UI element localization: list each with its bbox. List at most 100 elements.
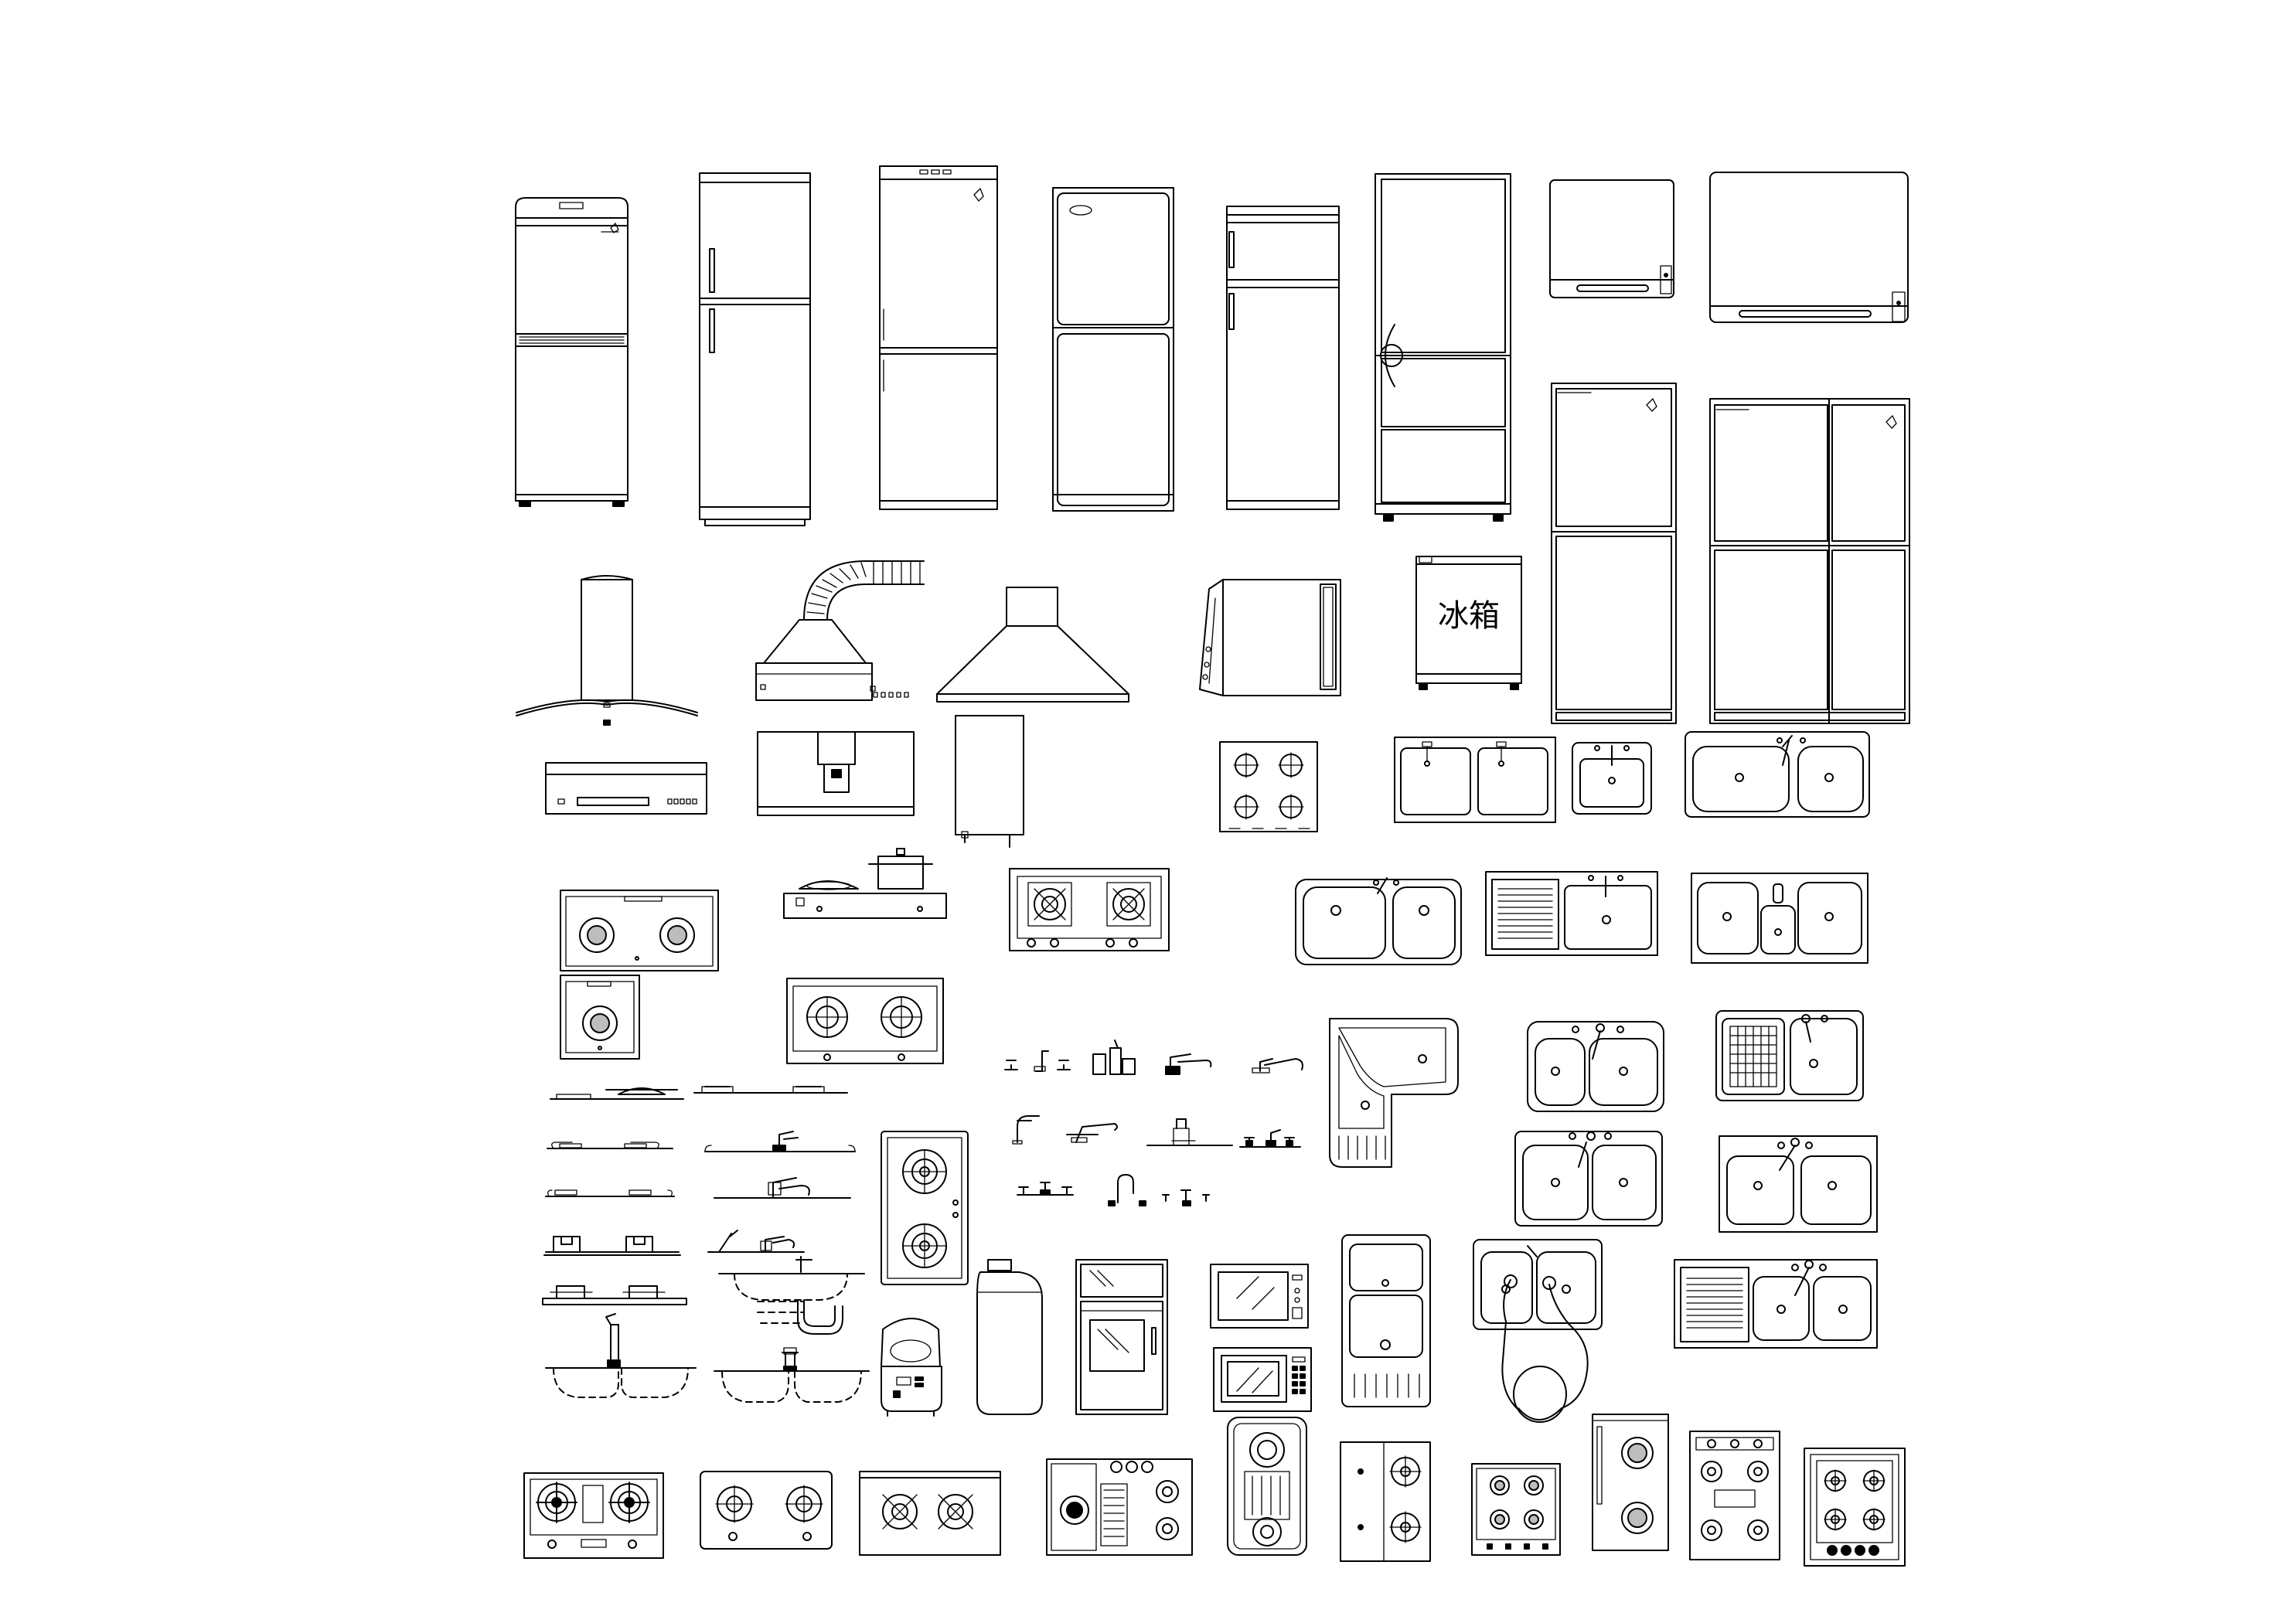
burner-icon: [902, 1149, 947, 1194]
cooktop-elevation-icon: [547, 1142, 673, 1149]
dish-rack-grid: [1729, 1026, 1777, 1087]
fridge-icon: [1549, 179, 1674, 298]
range-hood-icon: [545, 762, 707, 815]
microwave-icon: [1210, 1264, 1309, 1329]
fridge-icon: [699, 172, 811, 526]
fridge-icon: [1052, 187, 1174, 512]
sink-group: [1295, 731, 1878, 1407]
faucet-icon: [1239, 1129, 1301, 1148]
burner-icon: [1701, 1519, 1722, 1541]
burner-icon: [1701, 1461, 1722, 1482]
cooktop-icon: [1804, 1448, 1906, 1567]
burner-icon: [608, 1482, 650, 1523]
burner-icon: [882, 1494, 918, 1529]
sink-icon: [1685, 731, 1870, 818]
burner-icon: [881, 996, 922, 1038]
cooktop-icon: [1689, 1431, 1780, 1560]
burner-icon: [902, 1223, 947, 1268]
burner-icon: [1862, 1469, 1886, 1492]
burner-icon: [1106, 882, 1151, 927]
burner-icon: [1249, 1432, 1285, 1468]
rice-cooker-icon: [881, 1318, 942, 1417]
burner-icon: [1389, 1511, 1422, 1543]
cooktop-icon: [1009, 868, 1170, 951]
fridge-icon: [1709, 398, 1910, 724]
faucet-elevation-icon: [714, 1177, 851, 1199]
sink-icon: [1329, 1018, 1459, 1168]
cooktop-icon: [786, 978, 944, 1064]
burner-icon: [806, 996, 848, 1038]
burner-icon: [1524, 1475, 1544, 1495]
burner-icon: [1747, 1519, 1769, 1541]
fridge-icon: [1709, 172, 1909, 323]
sink-icon: [1394, 737, 1556, 823]
faucet-icon: [1092, 1039, 1136, 1075]
range-hood-group: 冰箱: [516, 556, 1522, 726]
burner-icon: [1156, 1480, 1179, 1503]
fridge-icon: [1375, 173, 1511, 522]
cooktop-icon: [523, 1472, 664, 1559]
faucet-icon: [1066, 1123, 1118, 1143]
cooktop-icon: [859, 1471, 1001, 1556]
sink-icon: [1674, 1259, 1878, 1349]
burner-icon: [1060, 1495, 1089, 1525]
cooktop-icon: [783, 848, 947, 919]
fridge-icon: [1551, 383, 1677, 724]
burner-icon: [1156, 1517, 1179, 1540]
faucet-elevation-icon: [707, 1230, 805, 1253]
burner-icon: [536, 1482, 577, 1523]
sink-icon: [1295, 877, 1462, 965]
drainboard-lines: [1497, 888, 1553, 939]
burner-icon: [1233, 752, 1259, 778]
sink-icon: [1527, 1021, 1664, 1112]
burner-icon: [785, 1485, 823, 1523]
cooktop-elevation-icon: [545, 1189, 675, 1197]
cooktop-icon: [560, 975, 640, 1060]
fridge-icon: [1226, 206, 1340, 510]
faucet-icon: [1004, 1050, 1071, 1072]
burner-icon: [1233, 794, 1259, 820]
burner-icon: [1490, 1509, 1510, 1529]
cooktop-elevation-icon: [542, 1285, 687, 1305]
sink-icon: [1485, 871, 1658, 956]
faucet-icon: [1017, 1182, 1074, 1196]
burner-icon: [1389, 1455, 1422, 1488]
burner-icon: [938, 1494, 973, 1529]
fridge-icon: [515, 197, 629, 507]
gas-cylinder-icon: [976, 1259, 1043, 1415]
cooktop-elevation-icon: [693, 1086, 848, 1094]
microwave-icon: [1213, 1347, 1312, 1412]
sink-icon: [1719, 1135, 1878, 1233]
sink-icon: [1572, 742, 1652, 815]
cooktop-elevation-icon: [543, 1236, 681, 1256]
burner-icon: [715, 1485, 754, 1523]
fridge-label: 冰箱: [1438, 598, 1500, 634]
range-hood-icon: [936, 587, 1129, 703]
cooktop-group: [523, 1414, 1906, 1567]
faucet-elevation-icon: [704, 1131, 856, 1152]
burner-icon: [1824, 1469, 1847, 1492]
sink-icon: [1514, 1131, 1663, 1227]
faucet-icon: [1165, 1053, 1212, 1075]
person-at-sink-icon: [1473, 1239, 1603, 1423]
burner-icon: [582, 1005, 618, 1041]
sink-icon: [1691, 873, 1868, 964]
water-heater-icon: [955, 715, 1024, 848]
sink-section-icon: [718, 1256, 865, 1335]
drainboard-lines: [1686, 1278, 1743, 1329]
range-hood-icon: [1199, 579, 1341, 696]
refrigerator-group: [515, 165, 1910, 724]
burner-icon: [579, 917, 615, 953]
cooktop-icon: [1227, 1417, 1307, 1556]
burner-icon: [1621, 1437, 1654, 1469]
cooktop-icon: [1219, 741, 1318, 832]
labelled-fridge-icon: 冰箱: [1415, 556, 1522, 690]
burner-icon: [1027, 882, 1072, 927]
burner-icon: [1252, 1517, 1282, 1546]
cooktop-icon: [1471, 1463, 1561, 1556]
sink-section-icon: [545, 1313, 697, 1398]
range-hood-icon: [516, 575, 698, 726]
range-hood-icon: [757, 731, 915, 816]
faucet-group: [1004, 1039, 1303, 1206]
